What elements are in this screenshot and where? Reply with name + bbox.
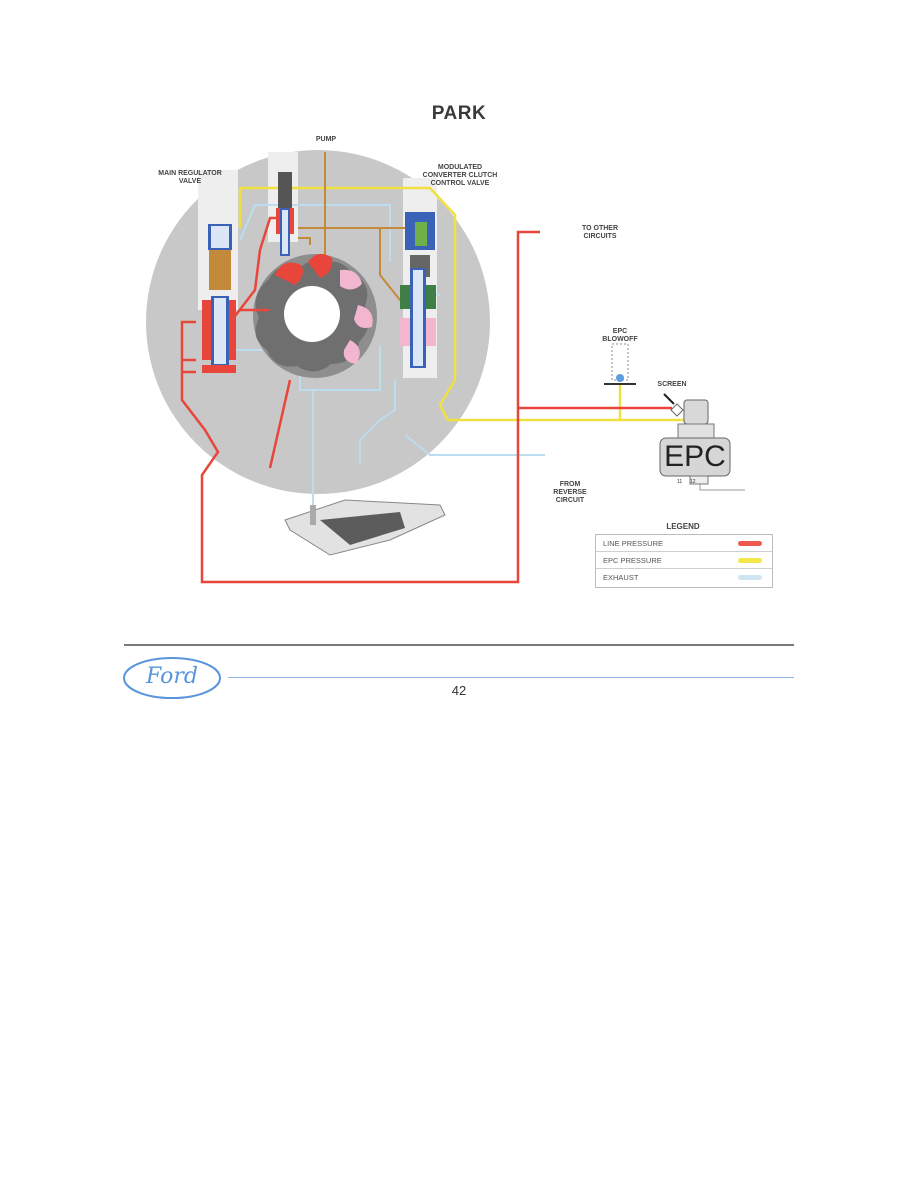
epc-pressure-swatch <box>738 557 762 563</box>
epc-blowoff-valve <box>604 343 636 385</box>
line-pressure-swatch <box>738 540 762 546</box>
legend-label: LINE PRESSURE <box>603 538 664 548</box>
to-other-circuits-label: TO OTHER CIRCUITS <box>581 225 619 240</box>
ford-logo-oval <box>123 657 221 699</box>
mccc-valve <box>400 212 436 368</box>
exhaust-swatch <box>738 575 762 580</box>
legend-label: EPC PRESSURE <box>603 555 662 565</box>
footer-divider <box>124 644 794 646</box>
from-reverse-circuit-label: FROM REVERSE CIRCUIT <box>553 481 587 504</box>
epc-pin-11: 11 <box>677 479 683 485</box>
pressure-relief-valve <box>276 172 294 256</box>
mccc-valve-label: MODULATED CONVERTER CLUTCH CONTROL VALVE <box>422 164 498 187</box>
legend: LINE PRESSURE EPC PRESSURE EXHAUST <box>595 534 773 588</box>
epc-blowoff-label: EPC BLOWOFF <box>602 328 638 343</box>
pump-label: PUMP <box>315 136 337 143</box>
oil-pan <box>284 499 446 556</box>
legend-title: LEGEND <box>666 522 700 531</box>
page-title: PARK <box>431 103 487 124</box>
legend-label: EXHAUST <box>603 573 639 582</box>
legend-item-epc-pressure: EPC PRESSURE <box>596 552 772 569</box>
epc-pin-12: 12 <box>690 479 696 485</box>
line-pressure-lines <box>180 216 672 584</box>
main-regulator-valve <box>202 224 236 373</box>
epc-solenoid-label: EPC <box>664 440 726 473</box>
ford-logo: Ford <box>146 664 198 689</box>
page-number: 42 <box>451 683 467 698</box>
epc-pressure-lines <box>238 186 690 422</box>
main-regulator-valve-label: MAIN REGULATOR VALVE <box>158 170 222 185</box>
legend-item-line-pressure: LINE PRESSURE <box>596 535 772 552</box>
pump-shaft-bore <box>284 286 340 342</box>
legend-item-exhaust: EXHAUST <box>596 569 772 586</box>
epc-solenoid <box>659 393 745 491</box>
screen-label: SCREEN <box>657 381 687 388</box>
footer-blue-rule <box>228 677 794 678</box>
